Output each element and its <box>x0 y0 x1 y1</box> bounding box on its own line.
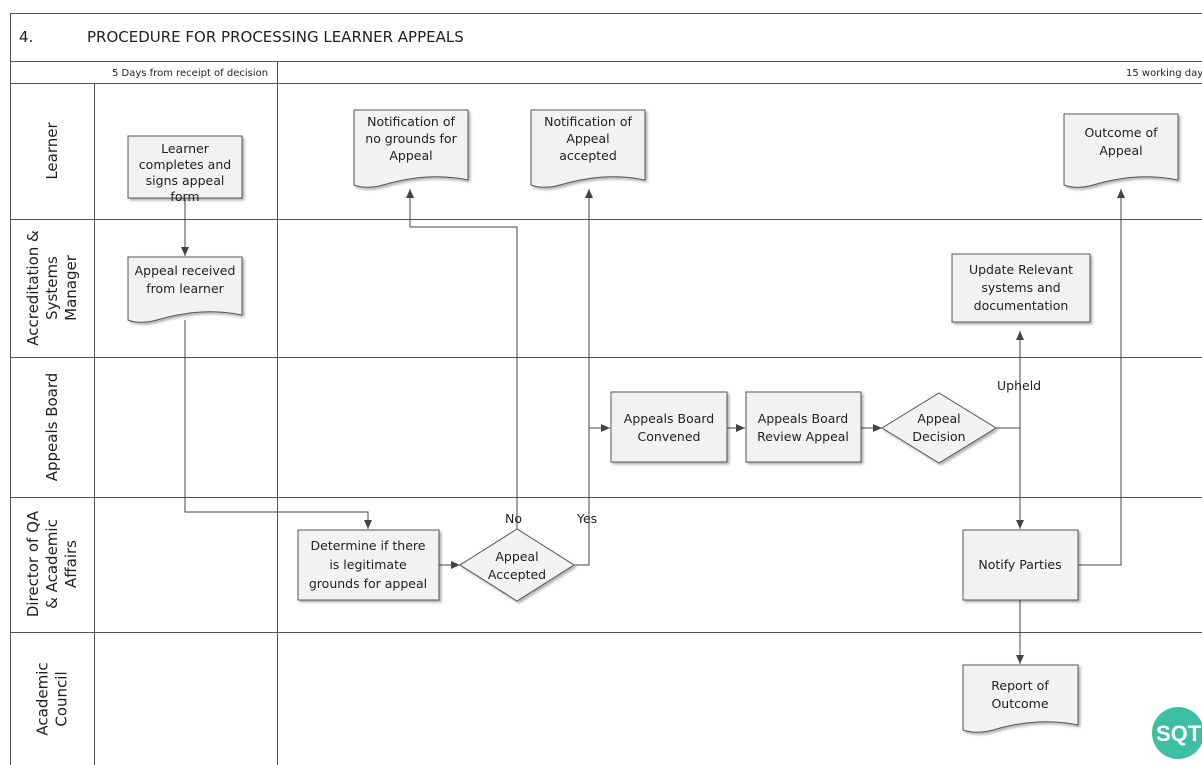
page-title: PROCEDURE FOR PROCESSING LEARNER APPEALS <box>87 28 464 46</box>
text-line: Appeal <box>566 131 609 146</box>
sqt-logo-text: SQT <box>1156 721 1202 746</box>
decision-appeal-decision <box>881 392 997 464</box>
lane-title-appeals-board: Appeals Board <box>43 373 61 482</box>
section-number: 4. <box>19 28 33 46</box>
text-line: Academic <box>34 662 52 735</box>
text-line: Appeal <box>495 549 538 564</box>
process-learner-completes-form <box>127 135 243 199</box>
text-appeal-received: Appeal received from learner <box>135 263 236 296</box>
text-line: Appeals Board <box>43 373 61 482</box>
edge-received-to-determine <box>184 320 372 529</box>
text-line: Convened <box>638 429 701 444</box>
text-line: Appeal received <box>135 263 236 278</box>
lane-title-director-qa-academic-affairs: Director of QA& AcademicAffairs <box>24 510 80 617</box>
process-determine-grounds <box>297 529 440 601</box>
text-line: Appeal <box>1099 143 1142 158</box>
text-line: Affairs <box>62 540 80 588</box>
document-appeal-received <box>127 256 243 323</box>
text-line: Outcome of <box>1084 125 1158 140</box>
text-line: accepted <box>559 148 617 163</box>
text-report-of-outcome: Report of Outcome <box>991 678 1049 711</box>
edge-label-yes: Yes <box>576 511 597 526</box>
text-outcome-of-appeal: Outcome of Appeal <box>1084 125 1158 158</box>
text-line: systems and <box>981 280 1060 295</box>
text-determine-grounds: Determine if there is legitimate grounds f… <box>309 538 427 591</box>
text-line: grounds for appeal <box>309 576 427 591</box>
lane-title-accreditation-systems-manager: Accreditation &SystemsManager <box>24 230 80 346</box>
text-line: Learner <box>161 141 210 156</box>
connectors <box>181 189 1125 664</box>
sqt-logo: SQT <box>1152 707 1202 759</box>
text-line: Update Relevant <box>969 262 1073 277</box>
text-line: & Academic <box>43 519 61 609</box>
text-line: signs appeal <box>146 173 225 188</box>
text-update-systems: Update Relevant systems and documentation <box>969 262 1073 313</box>
edge-label-no: No <box>505 511 522 526</box>
text-line: Notification of <box>367 114 455 129</box>
text-line: form <box>170 189 199 204</box>
text-line: Report of <box>991 678 1049 693</box>
sqt-logo-badge <box>1152 707 1202 759</box>
text-line: Council <box>53 671 71 726</box>
text-line: Review Appeal <box>757 429 849 444</box>
text-line: Director of QA <box>24 510 42 617</box>
swimlane-grid <box>10 13 1202 765</box>
document-appeal-accepted-notification <box>530 109 646 188</box>
document-report-of-outcome <box>962 664 1079 733</box>
text-line: Manager <box>62 254 80 321</box>
process-board-convened <box>610 391 728 463</box>
text-line: Appeal <box>389 148 432 163</box>
text-line: Determine if there <box>311 538 426 553</box>
text-line: is legitimate <box>329 557 407 572</box>
text-line: Learner <box>43 122 61 180</box>
decision-appeal-accepted <box>459 528 575 602</box>
text-notify-parties: Notify Parties <box>978 557 1061 572</box>
document-no-grounds-notification <box>353 109 469 188</box>
timeline-left-label: 5 Days from receipt of decision <box>112 68 268 79</box>
process-board-review <box>745 391 862 463</box>
edge-notify-to-outcome <box>1078 189 1125 566</box>
edge-label-upheld: Upheld <box>997 378 1041 393</box>
edge-no-to-no-grounds <box>406 189 518 535</box>
text-line: Systems <box>43 256 61 320</box>
text-line: Appeals Board <box>624 411 714 426</box>
text-appeal-accepted-notification: Notification of Appeal accepted <box>544 114 632 163</box>
text-line: Notify Parties <box>978 557 1061 572</box>
lane-title-learner: Learner <box>43 122 61 180</box>
text-line: Decision <box>912 429 965 444</box>
process-update-systems <box>951 253 1091 323</box>
text-line: Appeals Board <box>758 411 848 426</box>
text-line: no grounds for <box>365 131 457 146</box>
text-line: Appeal <box>917 411 960 426</box>
edge-yes-to-accepted-notice <box>574 189 593 566</box>
text-line: Accreditation & <box>24 230 42 346</box>
text-line: Notification of <box>544 114 632 129</box>
timeline-right-label: 15 working day <box>1126 68 1202 79</box>
text-line: from learner <box>146 281 224 296</box>
lane-title-academic-council: AcademicCouncil <box>34 662 71 735</box>
text-line: documentation <box>974 298 1069 313</box>
text-line: Accepted <box>488 567 546 582</box>
text-line: completes and <box>139 157 231 172</box>
process-notify-parties <box>962 529 1079 601</box>
document-outcome-of-appeal <box>1063 113 1179 188</box>
text-line: Outcome <box>991 696 1048 711</box>
